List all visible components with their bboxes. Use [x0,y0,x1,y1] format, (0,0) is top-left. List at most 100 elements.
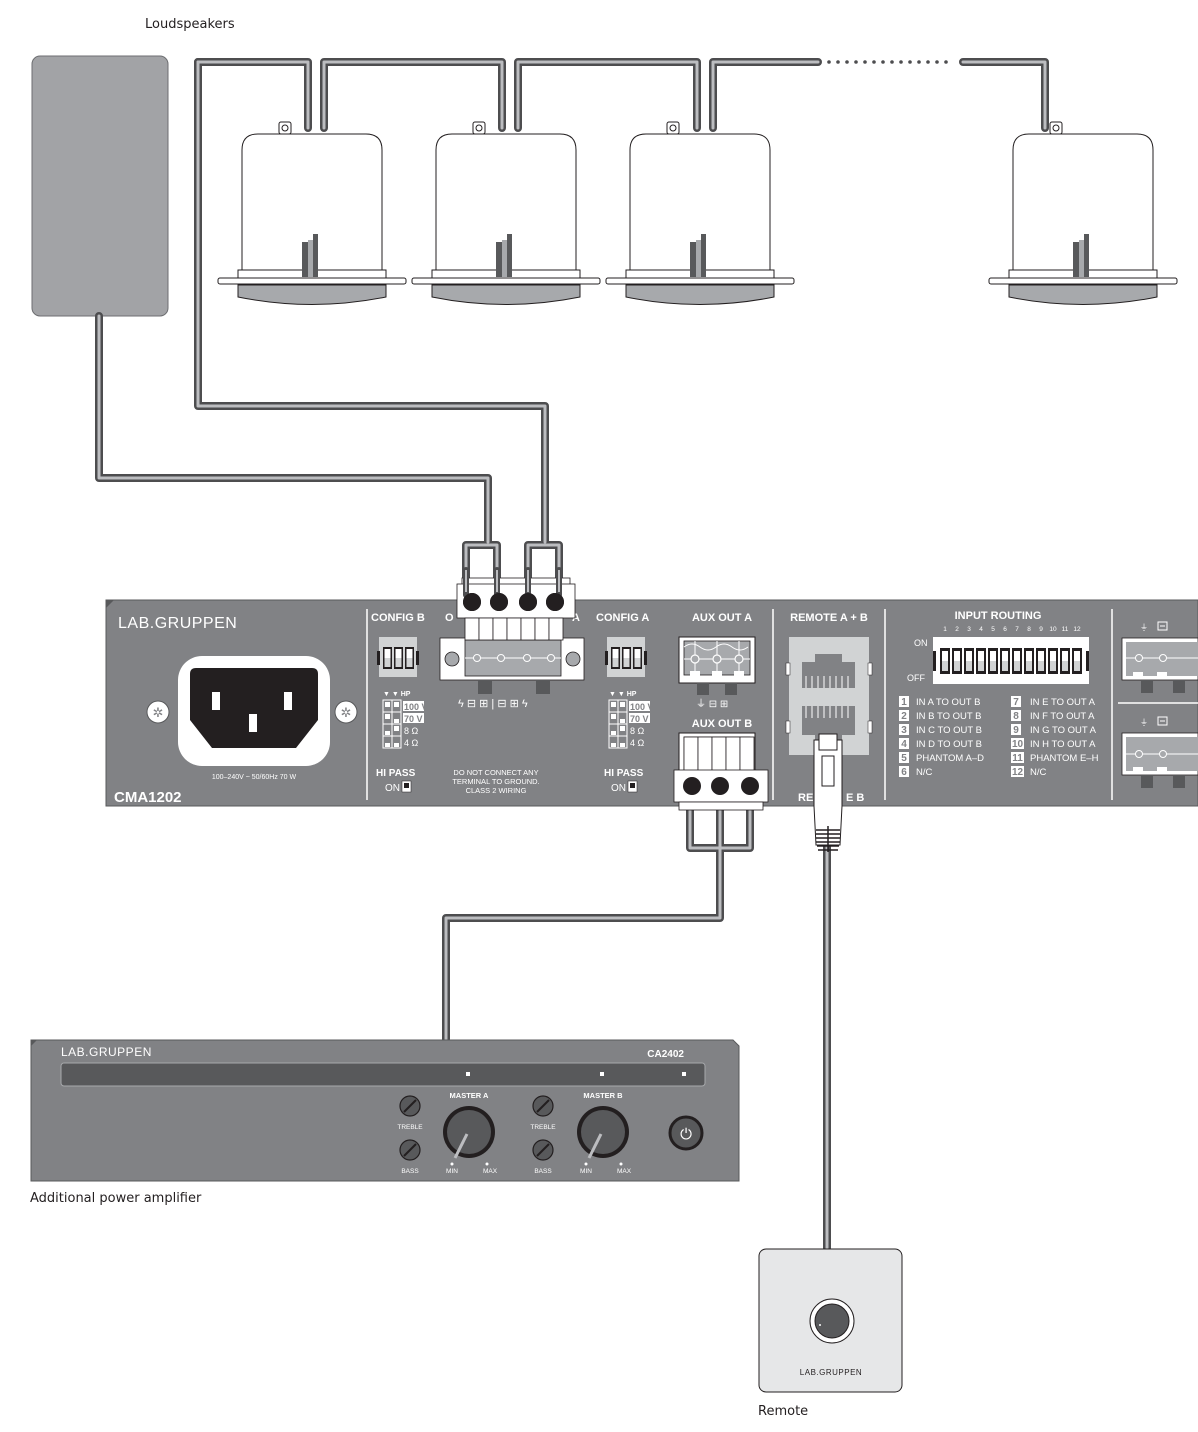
treble-a-label: TREBLE [397,1124,423,1131]
output-polarity-icons: ϟ ⊟ ⊞ | ⊟ ⊞ ϟ [458,698,528,710]
input-routing-dip-switches[interactable] [940,648,1082,674]
master-b-max-label: MAX [617,1168,632,1175]
loudspeaker-4 [988,121,1178,305]
svg-text:11: 11 [1012,753,1023,764]
dip-off-label: OFF [907,673,925,683]
master-b-label: MASTER B [583,1091,623,1100]
config-a-hi-pass-label: HI PASS [604,768,644,779]
dip-switch-7[interactable] [1012,648,1022,674]
svg-text:10: 10 [1012,739,1024,750]
ground-warning: DO NOT CONNECT ANY TERMINAL TO GROUND. C… [452,768,539,795]
config-b-hi-pass-on: ON [385,783,400,794]
additional-amp-caption: Additional power amplifier [30,1191,202,1206]
cable-aux-to-amp [442,844,724,1049]
svg-text:IN G TO OUT A: IN G TO OUT A [1030,725,1097,736]
loudspeaker-3 [605,121,795,305]
dip-switch-12[interactable] [1072,648,1082,674]
wall-remote: LAB.GRUPPEN [758,1248,903,1393]
dip-number-8: 8 [1027,626,1031,633]
power-rating: 100–240V ~ 50/60Hz 70 W [212,774,297,781]
input-terminal-lower[interactable]: ⏚ [1121,716,1198,788]
svg-text:9: 9 [1013,725,1019,736]
led-indicator [682,1072,686,1076]
bass-b-knob[interactable] [532,1139,554,1161]
hp-label: ▼ ▼ HP [383,691,411,698]
svg-text:3: 3 [901,725,907,736]
power-icon: ⏻ [680,1126,692,1143]
svg-text:TERMINAL TO GROUND.: TERMINAL TO GROUND. [452,777,539,786]
loudspeakers-caption: Loudspeakers [145,17,235,32]
bass-a-knob[interactable] [399,1139,421,1161]
svg-text:70 V: 70 V [630,714,649,724]
svg-text:IN B TO OUT B: IN B TO OUT B [916,711,981,722]
ca-model-label: CA2402 [647,1049,684,1060]
aux-out-b-plug[interactable] [673,736,769,811]
master-a-min-label: MIN [446,1168,458,1175]
remote-b-label-right: E B [846,792,864,804]
torx-icon: ✲ [341,705,352,720]
ground-icon: ⏚ [1140,623,1148,632]
minus-icon [1157,716,1168,726]
routing-legend-item: 3 IN C TO OUT B [899,724,982,736]
dip-switch-11[interactable] [1060,648,1070,674]
svg-text:PHANTOM E–H: PHANTOM E–H [1030,753,1099,764]
dip-switch-2[interactable] [952,648,962,674]
config-b-dip-switch[interactable] [377,637,419,677]
svg-text:CLASS 2 WIRING: CLASS 2 WIRING [466,786,527,795]
dip-switch-3[interactable] [964,648,974,674]
aux-out-a-label: AUX OUT A [692,612,752,624]
ca2402-amplifier: LAB.GRUPPEN CA2402 TREBLE BASS MASTER A … [30,1039,740,1182]
treble-a-knob[interactable] [399,1095,421,1117]
svg-text:2: 2 [901,711,907,722]
svg-text:N/C: N/C [1030,767,1047,778]
svg-text:4 Ω: 4 Ω [404,738,419,748]
master-a-knob[interactable] [443,1106,495,1159]
dip-number-1: 1 [943,626,947,633]
config-a-impedance-labels: 100 V 70 V 8 Ω 4 Ω [629,701,654,748]
routing-legend-item: 9 IN G TO OUT A [1011,724,1097,736]
dip-switch-9[interactable] [1036,648,1046,674]
front-display-strip [60,1062,706,1087]
dip-switch-8[interactable] [1024,648,1034,674]
dip-switch-6[interactable] [1000,648,1010,674]
dip-switch-10[interactable] [1048,648,1058,674]
screw-icon [146,700,170,724]
svg-text:4: 4 [901,739,907,750]
cable-continuation-dots [827,60,948,64]
master-a-label: MASTER A [450,1091,489,1100]
dip-switch-5[interactable] [988,648,998,674]
power-button[interactable]: ⏻ [668,1115,704,1151]
config-b-impedance-labels: 100 V 70 V 8 Ω 4 Ω [403,701,428,748]
svg-text:7: 7 [1013,697,1019,708]
remote-b-label-left: RE [798,792,813,804]
routing-legend-item: 11 PHANTOM E–H [1011,752,1099,764]
dip-number-11: 11 [1062,626,1069,633]
routing-legend-item: 2 IN B TO OUT B [899,710,981,722]
rj45-plug[interactable] [813,733,843,852]
svg-text:5: 5 [901,753,907,764]
config-a-dip-switch[interactable] [605,637,647,677]
dip-switch-4[interactable] [976,648,986,674]
master-b-knob[interactable] [577,1106,629,1159]
cma-model-label: CMA1202 [114,789,182,806]
hp-label: ▼ ▼ HP [609,691,637,698]
treble-b-knob[interactable] [532,1095,554,1117]
dip-number-2: 2 [955,626,959,633]
speaker-output-terminal[interactable] [439,637,585,694]
dip-switch-1[interactable] [940,648,950,674]
dip-number-7: 7 [1015,626,1019,633]
bass-a-label: BASS [401,1168,419,1175]
svg-text:IN D TO OUT B: IN D TO OUT B [916,739,982,750]
remote-brand-logo: LAB.GRUPPEN [800,1368,862,1377]
svg-text:4 Ω: 4 Ω [630,738,645,748]
svg-text:IN C TO OUT B: IN C TO OUT B [916,725,982,736]
input-terminal-upper[interactable]: ⏚ [1121,621,1198,693]
dip-number-12: 12 [1073,626,1081,633]
remote-volume-knob[interactable] [809,1298,855,1344]
